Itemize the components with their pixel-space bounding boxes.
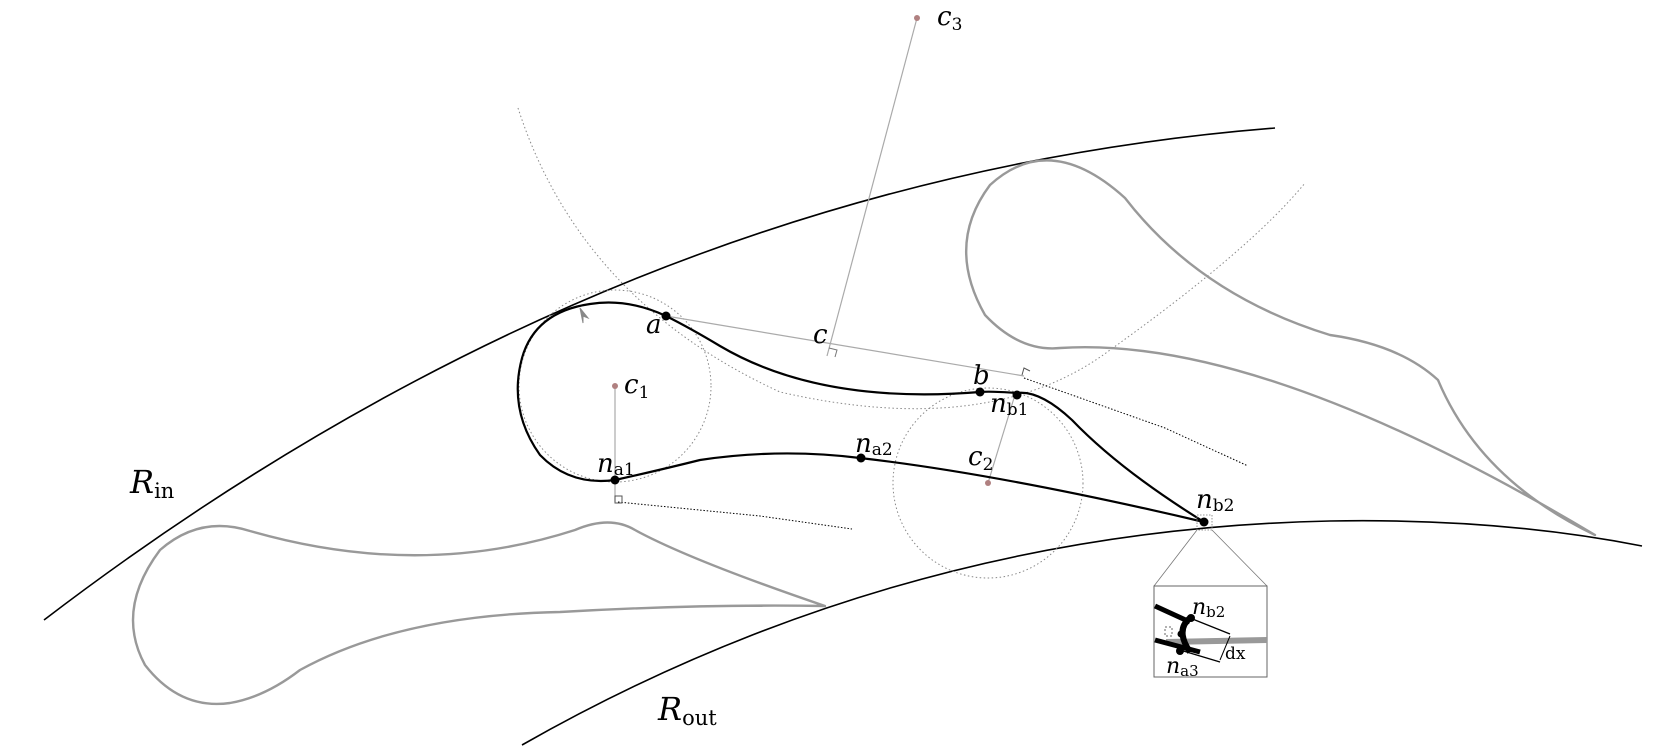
- center-c3-dot: [914, 15, 920, 21]
- label-b: b: [973, 361, 990, 391]
- outer-radius-arc: [521, 519, 1643, 746]
- right-angle-mark-nb1: [1021, 367, 1031, 376]
- zoom-inset: [1153, 585, 1268, 678]
- circle-c3-dotted-arc: [517, 107, 1306, 410]
- neighbor-blade-lower-left: [131, 521, 827, 706]
- label-r-out: Rout: [657, 690, 717, 730]
- inset-node-center: [1177, 630, 1185, 638]
- inset-reference-line-2: [1179, 649, 1221, 663]
- inset-node-na3: [1176, 647, 1184, 655]
- node-b: [975, 387, 985, 397]
- inset-reference-line-1: [1189, 617, 1231, 635]
- line-a-to-b: [665, 315, 1025, 377]
- main-blade-outline: [516, 301, 1206, 524]
- zoom-source-box: [1196, 514, 1213, 531]
- label-a: a: [646, 310, 662, 340]
- inset-dx-marker: [1219, 635, 1231, 661]
- inset-node-nb2: [1187, 614, 1195, 622]
- node-nb2: [1199, 517, 1209, 527]
- zoom-connector-left: [1153, 529, 1198, 587]
- zoom-connector-right: [1211, 529, 1268, 587]
- label-na1: na1: [597, 449, 635, 480]
- label-inset-dx: dx: [1225, 644, 1246, 664]
- inset-blade-lower-edge: [1154, 637, 1201, 655]
- node-nb1: [1012, 390, 1022, 400]
- center-c1-dot: [612, 383, 618, 389]
- dotted-line-na1-trail: [617, 501, 853, 530]
- label-c2: c2: [968, 442, 993, 475]
- circle-c2-dotted: [892, 387, 1084, 579]
- label-nb1: nb1: [990, 389, 1028, 420]
- line-c2-to-nb1: [987, 397, 1015, 484]
- label-c3: c3: [937, 2, 962, 35]
- dotted-line-nb1-trail: [1023, 377, 1249, 467]
- line-c3-to-c: [826, 17, 918, 357]
- label-inset-nb2: nb2: [1192, 595, 1225, 621]
- flow-direction-arrow: [579, 307, 590, 324]
- right-angle-mark-na1: [614, 495, 623, 504]
- label-inset-na3: na3: [1166, 654, 1199, 680]
- label-na2: na2: [855, 429, 893, 460]
- node-a: [661, 311, 671, 321]
- center-c2-dot: [985, 480, 991, 486]
- circle-c1-dotted: [518, 289, 712, 483]
- node-na2: [856, 453, 866, 463]
- label-r-in: Rin: [129, 463, 174, 503]
- right-angle-mark-c: [828, 347, 838, 358]
- label-c: c: [813, 320, 828, 350]
- inset-blade-upper-edge: [1153, 603, 1192, 625]
- node-na1: [610, 475, 620, 485]
- label-nb2: nb2: [1196, 485, 1234, 516]
- inner-radius-arc: [43, 127, 1276, 621]
- neighbor-blade-upper-right: [964, 159, 1597, 537]
- label-c1: c1: [624, 370, 649, 403]
- zoom-inset-frame: [1153, 585, 1268, 678]
